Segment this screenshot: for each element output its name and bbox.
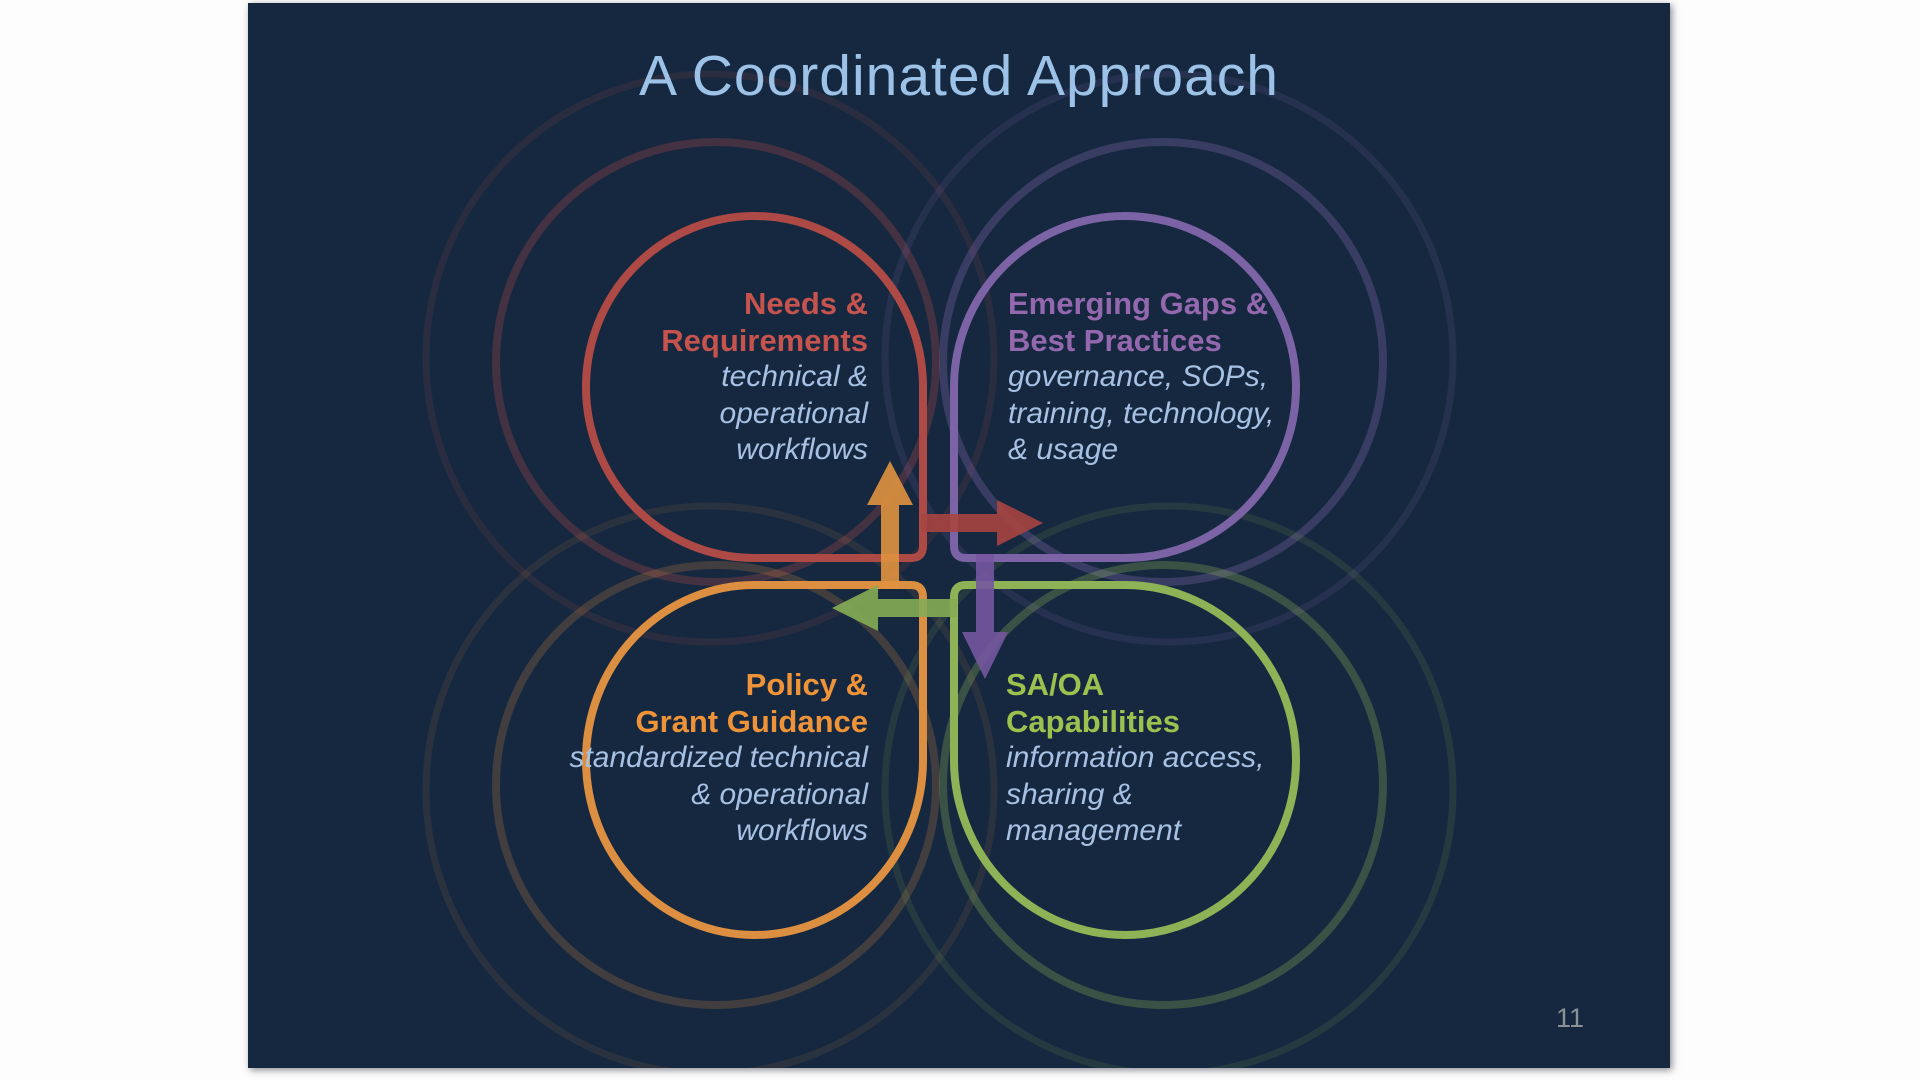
saoa-trail-inner-circle	[939, 561, 1387, 1009]
quadrant-policy-grant: Policy & Grant Guidance standardized tec…	[508, 667, 868, 850]
orange-up-arrow	[867, 461, 913, 589]
emerging-body-line3: & usage	[1008, 433, 1119, 466]
quadrant-needs-requirements: Needs & Requirements technical & operati…	[508, 286, 868, 469]
needs-body-line2: operational	[719, 396, 868, 430]
needs-body-line3: workflows	[736, 433, 868, 466]
policy-body-line3: workflows	[736, 814, 868, 847]
emerging-body-line1: governance, SOPs,	[1008, 360, 1269, 393]
saoa-heading-line2: Capabilities	[1006, 703, 1180, 739]
policy-loop	[581, 581, 927, 940]
emerging-body-line2: training, technology,	[1008, 396, 1275, 430]
policy-body-line1: standardized technical	[569, 741, 868, 774]
presentation-slide: A Coordinated Approach Needs & Requireme…	[248, 3, 1670, 1068]
saoa-body-line3: management	[1006, 814, 1182, 847]
policy-heading-line1: Policy &	[745, 667, 868, 702]
policy-trail-inner-circle	[492, 561, 940, 1009]
quadrant-cycle-diagram	[422, 70, 1457, 1068]
purple-down-arrow	[962, 554, 1008, 679]
needs-heading-line2: Requirements	[661, 322, 868, 358]
needs-body-line1: technical &	[721, 360, 868, 393]
saoa-body-line1: information access,	[1006, 741, 1265, 774]
emerging-heading-line2: Best Practices	[1008, 322, 1222, 358]
needs-heading-line1: Needs &	[743, 286, 868, 321]
saoa-heading-line1: SA/OA	[1006, 667, 1105, 702]
needs-loop	[581, 211, 927, 562]
needs-trail-outer-circle	[422, 70, 998, 646]
quadrant-emerging-gaps: Emerging Gaps & Best Practices governanc…	[1008, 286, 1368, 469]
page-number: 11	[1556, 1003, 1585, 1033]
green-left-arrow	[832, 585, 957, 631]
red-right-arrow	[921, 500, 1043, 546]
saoa-body-line2: sharing &	[1006, 777, 1133, 811]
slide-title: A Coordinated Approach	[639, 44, 1279, 108]
policy-body-line2: & operational	[691, 777, 868, 811]
needs-trail-inner-circle	[492, 138, 940, 586]
policy-heading-line2: Grant Guidance	[635, 703, 868, 739]
quadrant-saoa-capabilities: SA/OA Capabilities information access, s…	[1006, 667, 1366, 850]
emerging-trail-inner-circle	[939, 138, 1387, 586]
saoa-trail-outer-circle	[881, 502, 1457, 1068]
saoa-loop	[950, 581, 1301, 940]
policy-trail-outer-circle	[422, 502, 998, 1068]
emerging-loop	[950, 211, 1301, 562]
emerging-trail-outer-circle	[881, 70, 1457, 646]
emerging-heading-line1: Emerging Gaps &	[1008, 286, 1269, 321]
